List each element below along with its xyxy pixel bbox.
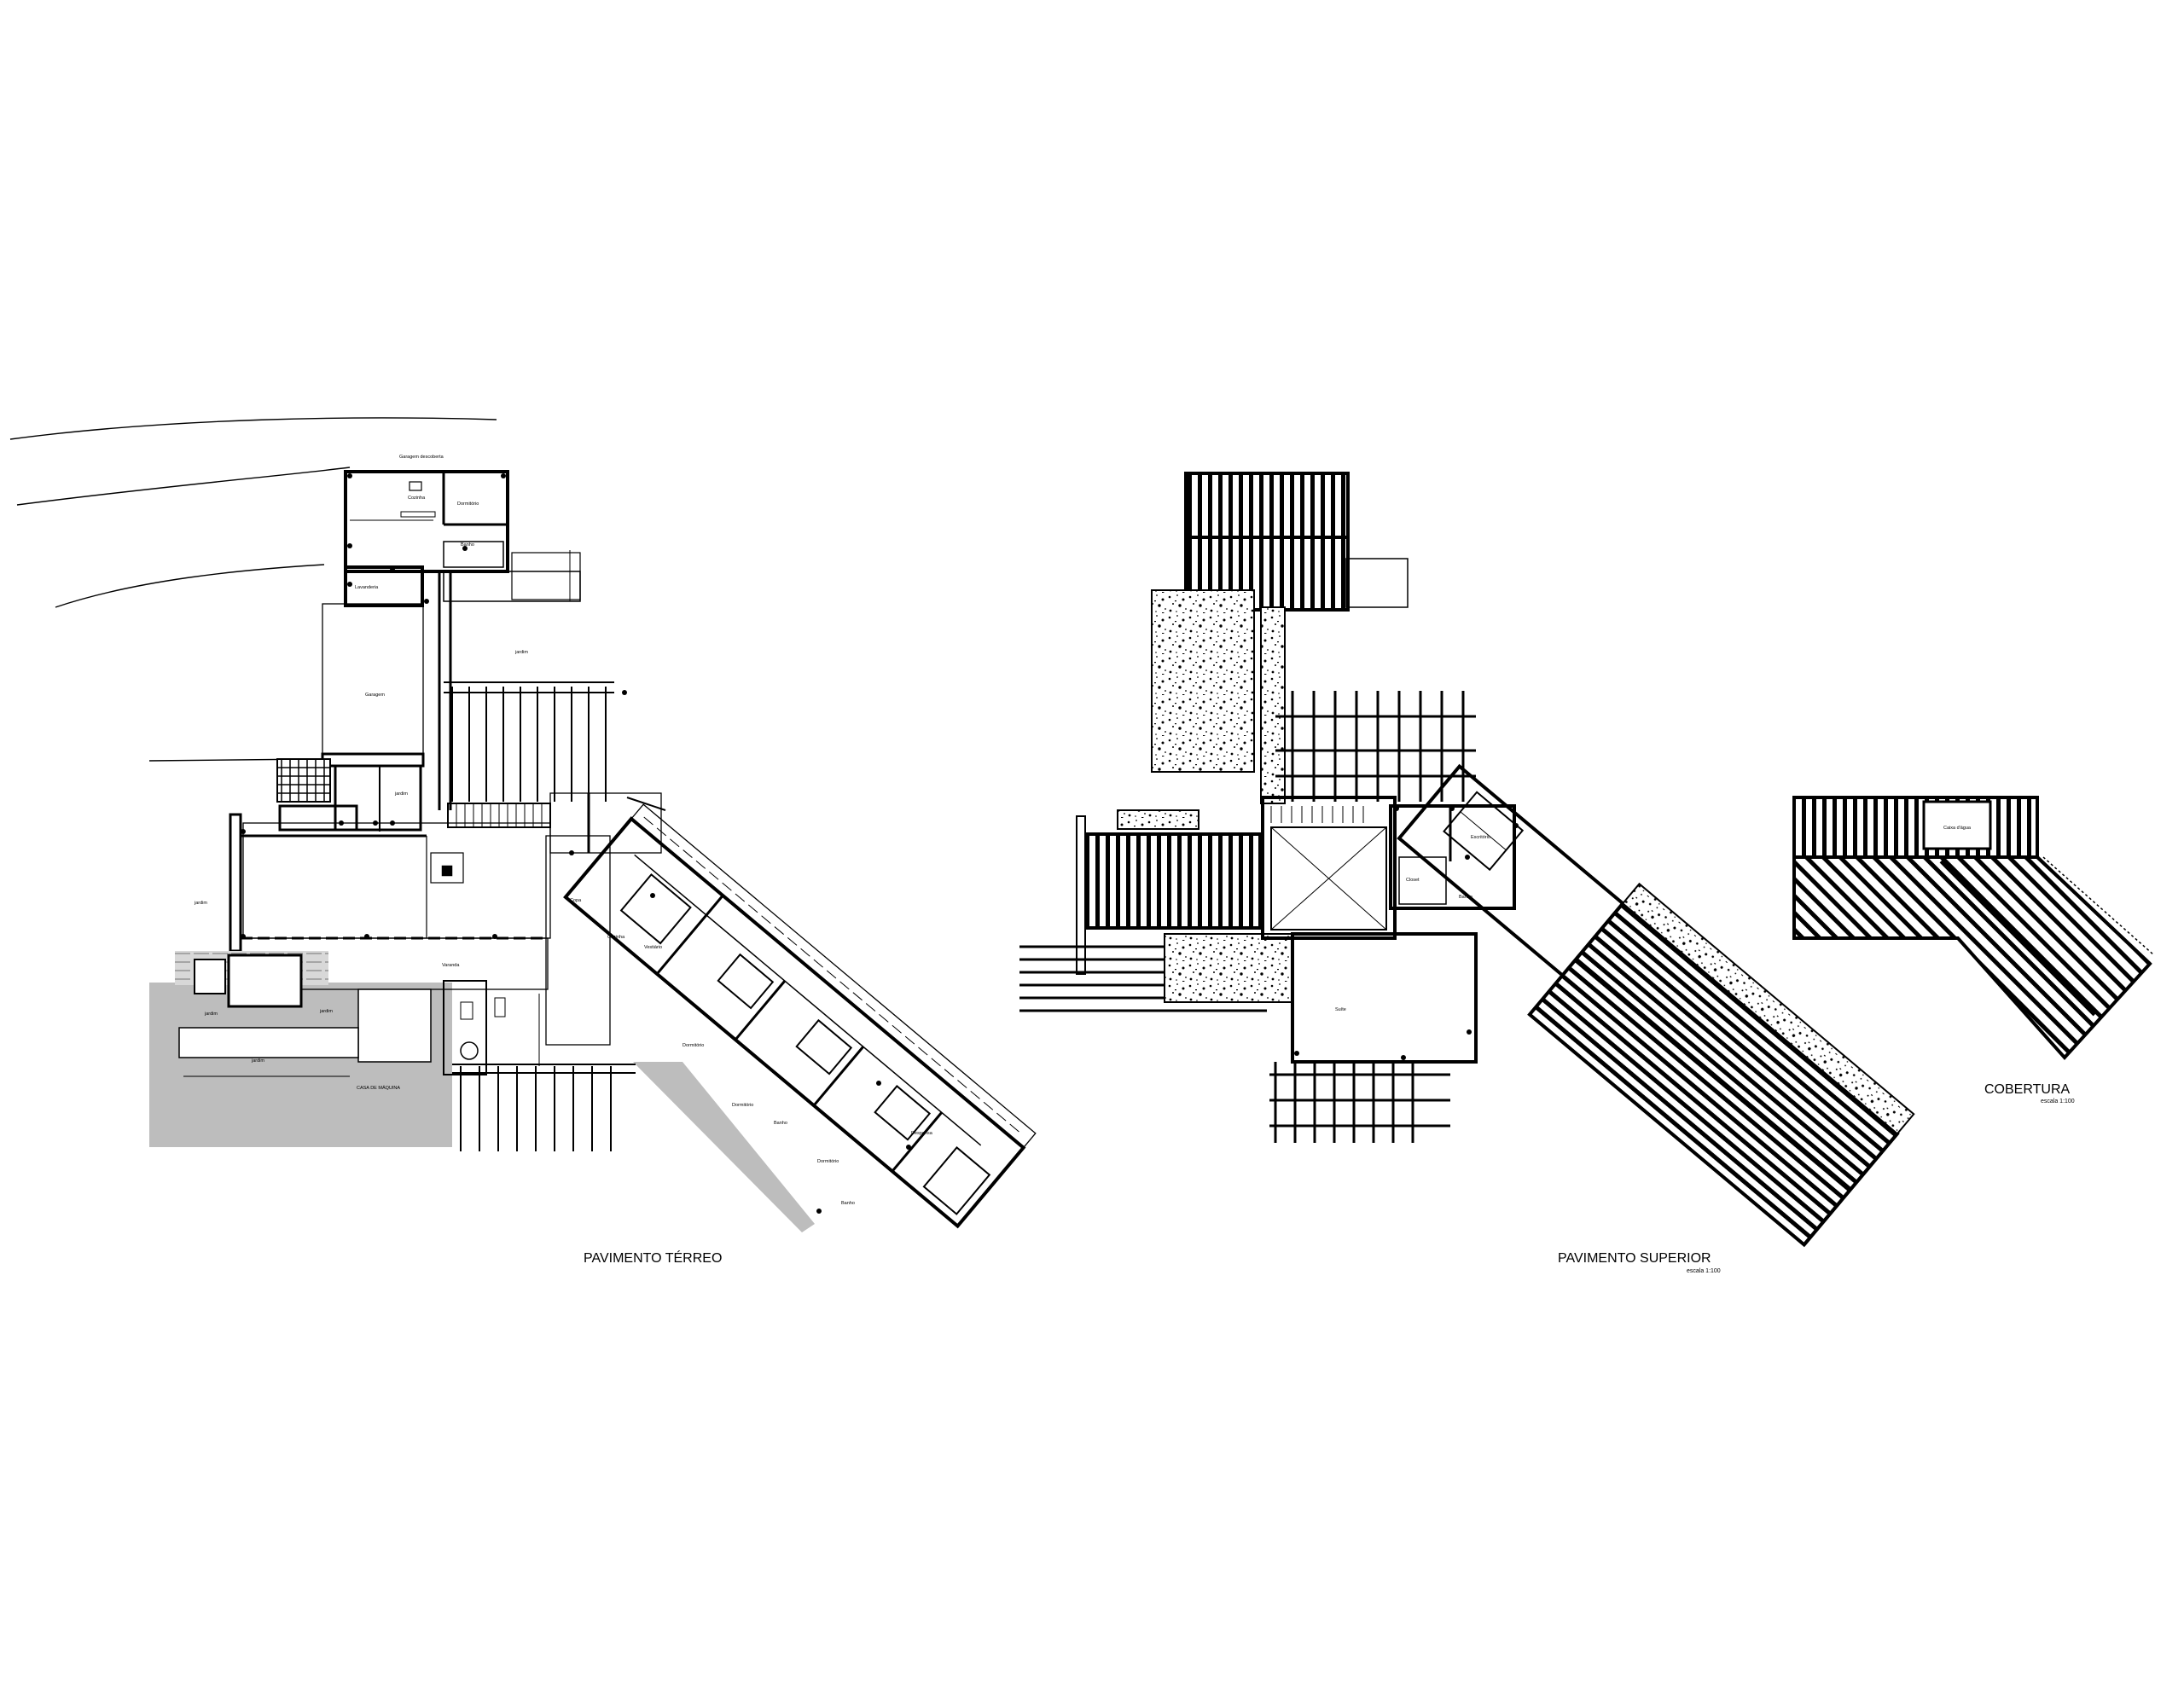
room-label: Escritório bbox=[1471, 835, 1490, 840]
room-label: Dormitório bbox=[457, 501, 479, 507]
room-label: jardim bbox=[204, 1012, 218, 1017]
room-label: Dormitório bbox=[817, 1159, 839, 1164]
room-label: Dormitório bbox=[732, 1103, 753, 1108]
room-label: jardim bbox=[251, 1058, 264, 1064]
room-label: jardim bbox=[319, 1009, 333, 1014]
room-label: jardim bbox=[514, 650, 528, 655]
upper-floor-title: PAVIMENTO SUPERIOR bbox=[1558, 1251, 1711, 1266]
room-label: Copa bbox=[570, 898, 582, 903]
upper-floor-scale: escala 1:100 bbox=[1687, 1268, 1721, 1274]
room-label: Vestiário bbox=[644, 945, 662, 950]
room-label: Despensa bbox=[911, 1131, 933, 1136]
ground-floor-title: PAVIMENTO TÉRREO bbox=[584, 1249, 722, 1266]
room-label: Lavanderia bbox=[355, 585, 379, 590]
room-label: Banho bbox=[461, 542, 474, 548]
room-label: CASA DE MÁQUINA bbox=[357, 1085, 400, 1091]
room-label: Closet bbox=[1406, 878, 1420, 883]
room-label: Suíte bbox=[1335, 1007, 1346, 1012]
upper-floor-room-labels: Escritório Closet Banho Suíte bbox=[1335, 835, 1490, 1012]
room-label: Dormitório bbox=[682, 1043, 704, 1048]
room-label: Banho bbox=[774, 1121, 787, 1126]
ground-floor-plan bbox=[9, 417, 1037, 1232]
room-label: Garagem bbox=[365, 693, 385, 698]
room-label: Cozinha bbox=[408, 496, 426, 501]
room-label: jardim bbox=[194, 901, 207, 906]
room-label: jardim bbox=[394, 791, 408, 797]
upper-floor-plan bbox=[1019, 472, 1915, 1248]
roof-labels: Caixa d'água bbox=[1943, 826, 1972, 831]
room-label: Garagem descoberta bbox=[399, 455, 444, 460]
ground-floor-room-labels: Garagem descoberta Cozinha Dormitório Ba… bbox=[194, 455, 933, 1206]
room-label: Banho bbox=[841, 1201, 855, 1206]
roof-plan bbox=[1792, 796, 2155, 1060]
room-label: Caixa d'água bbox=[1943, 826, 1972, 831]
room-label: Varanda bbox=[442, 963, 460, 968]
roof-title: COBERTURA bbox=[1984, 1082, 2070, 1097]
room-label: Banho bbox=[1459, 895, 1472, 900]
roof-scale: escala 1:100 bbox=[2041, 1099, 2075, 1104]
room-label: Cozinha bbox=[607, 935, 625, 940]
